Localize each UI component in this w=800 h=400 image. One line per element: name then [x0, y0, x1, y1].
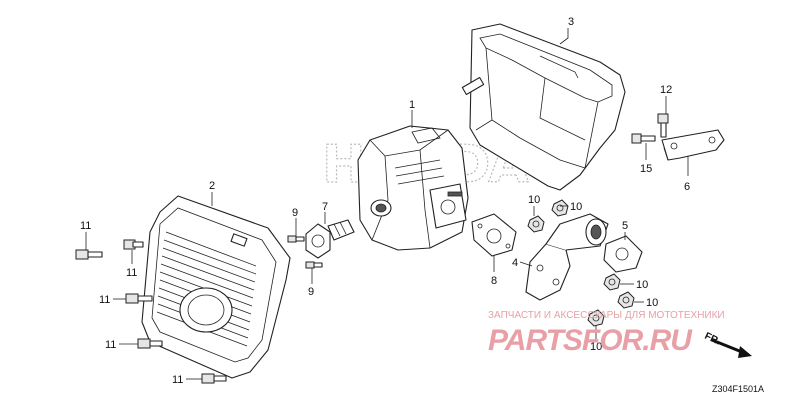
part-7-spark-arrester	[305, 219, 355, 259]
callout-7: 7	[322, 201, 328, 213]
callout-10-c: 10	[636, 279, 648, 291]
callout-10-e: 10	[590, 341, 602, 353]
part-4-exhaust-pipe	[525, 213, 609, 301]
callout-10-a: 10	[528, 194, 540, 206]
front-arrow-icon	[711, 338, 743, 354]
bolt-hardware	[75, 113, 669, 384]
callout-9-lower: 9	[308, 286, 314, 298]
callout-12: 12	[660, 84, 672, 96]
callout-5: 5	[622, 220, 628, 232]
callout-11-d: 11	[105, 339, 116, 351]
callout-6: 6	[684, 181, 690, 193]
callout-4: 4	[512, 257, 518, 269]
callout-11-b: 11	[126, 267, 137, 279]
front-direction-indicator: FR.	[703, 331, 752, 358]
site-watermark: ЗАПЧАСТИ И АКСЕССУАРЫ ДЛЯ МОТОТЕХНИКИ PA…	[488, 310, 725, 357]
part-2-muffler-protector	[141, 195, 291, 379]
part-6-bracket	[661, 129, 725, 161]
part-1-muffler	[357, 125, 469, 251]
watermark-logo: PARTSFOR.RU	[488, 324, 693, 357]
callout-10-d: 10	[646, 297, 658, 309]
callout-11-e: 11	[172, 374, 183, 386]
leader-lines	[85, 28, 689, 380]
watermark-tagline: ЗАПЧАСТИ И АКСЕССУАРЫ ДЛЯ МОТОТЕХНИКИ	[488, 310, 725, 321]
callout-11-c: 11	[99, 294, 110, 306]
diagram-code: Z304F1501A	[712, 384, 764, 394]
callout-15: 15	[640, 163, 652, 175]
part-3-heat-shield	[461, 23, 626, 191]
callout-10-b: 10	[570, 201, 582, 213]
callout-2: 2	[209, 180, 215, 192]
callout-3: 3	[568, 16, 574, 28]
part-5-gasket	[603, 235, 643, 273]
callout-8: 8	[491, 275, 497, 287]
callout-11-a: 11	[80, 220, 91, 232]
callout-9-upper: 9	[292, 207, 298, 219]
callout-1: 1	[409, 99, 415, 111]
callout-labels: 1 2 3 4 5 6 7 8 9 9 10 10 10 10 10 11 11…	[80, 16, 690, 386]
part-8-gasket	[471, 213, 517, 257]
